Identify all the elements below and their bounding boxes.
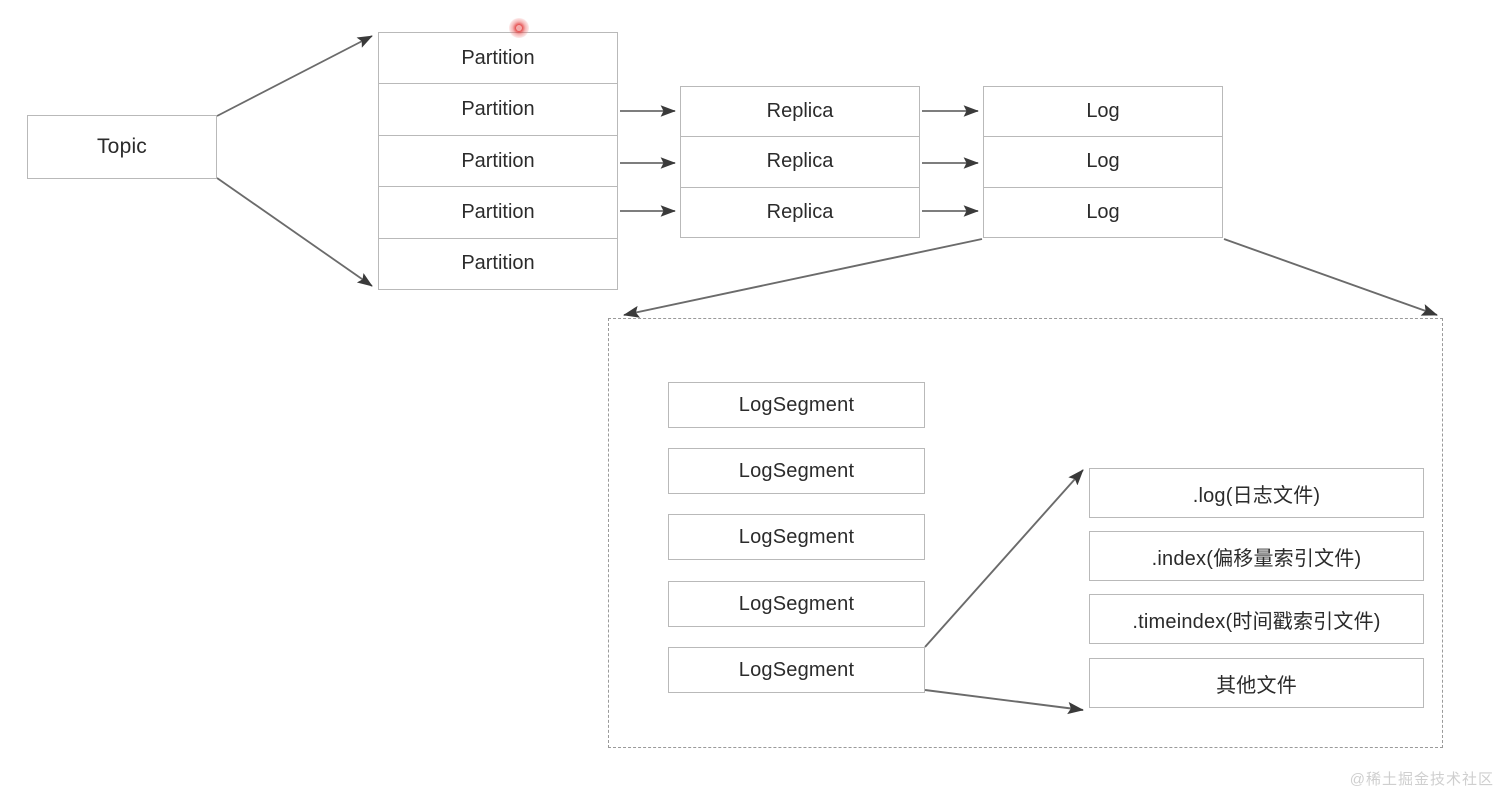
- segment-file-label: .index(偏移量索引文件): [1151, 547, 1362, 570]
- edge-topic-to-partition-bottom: [216, 177, 373, 287]
- edge-topic-to-partition-top: [216, 35, 373, 117]
- replica-stack: Replica Replica Replica: [680, 86, 920, 238]
- segment-file-label: .timeindex(时间戳索引文件): [1132, 610, 1381, 633]
- partition-label: Partition: [461, 252, 535, 275]
- replica-label: Replica: [766, 200, 834, 223]
- edge-log-to-container-right: [1223, 238, 1438, 316]
- partition-row[interactable]: Partition: [379, 136, 617, 188]
- partition-label: Partition: [461, 46, 535, 69]
- log-segment-label: LogSegment: [738, 393, 855, 416]
- log-row[interactable]: Log: [984, 137, 1222, 188]
- log-segment-box[interactable]: LogSegment: [668, 514, 925, 560]
- log-segment-label: LogSegment: [738, 592, 855, 615]
- replica-row[interactable]: Replica: [681, 87, 919, 138]
- replica-row[interactable]: Replica: [681, 188, 919, 237]
- edge-log-to-container-left: [623, 238, 983, 318]
- replica-row[interactable]: Replica: [681, 137, 919, 188]
- log-segment-box[interactable]: LogSegment: [668, 647, 925, 693]
- partition-label: Partition: [461, 98, 535, 121]
- log-segment-label: LogSegment: [738, 658, 855, 681]
- log-stack: Log Log Log: [983, 86, 1223, 238]
- log-segment-box[interactable]: LogSegment: [668, 448, 925, 494]
- watermark-label: @稀土掘金技术社区: [1349, 771, 1494, 788]
- segment-file-label: 其他文件: [1216, 674, 1297, 697]
- log-segment-box[interactable]: LogSegment: [668, 382, 925, 428]
- log-label: Log: [1086, 200, 1120, 223]
- cursor-click-marker: [509, 18, 529, 38]
- partition-stack: Partition Partition Partition Partition …: [378, 32, 618, 290]
- log-segment-label: LogSegment: [738, 459, 855, 482]
- replica-label: Replica: [766, 100, 834, 123]
- log-label: Log: [1086, 100, 1120, 123]
- replica-label: Replica: [766, 150, 834, 173]
- log-row[interactable]: Log: [984, 87, 1222, 138]
- partition-row[interactable]: Partition: [379, 84, 617, 136]
- partition-row[interactable]: Partition: [379, 187, 617, 239]
- log-detail-container: [608, 318, 1443, 748]
- partition-row[interactable]: Partition: [379, 33, 617, 85]
- partition-row[interactable]: Partition: [379, 239, 617, 289]
- log-label: Log: [1086, 150, 1120, 173]
- segment-file-label: .log(日志文件): [1192, 484, 1321, 507]
- segment-file-box-log[interactable]: .log(日志文件): [1089, 468, 1424, 518]
- topic-box[interactable]: Topic: [27, 115, 217, 179]
- topic-label: Topic: [96, 135, 148, 158]
- partition-label: Partition: [461, 200, 535, 223]
- segment-file-box-timeindex[interactable]: .timeindex(时间戳索引文件): [1089, 594, 1424, 644]
- partition-label: Partition: [461, 149, 535, 172]
- log-segment-label: LogSegment: [738, 525, 855, 548]
- segment-file-box-index[interactable]: .index(偏移量索引文件): [1089, 531, 1424, 581]
- log-segment-box[interactable]: LogSegment: [668, 581, 925, 627]
- log-row[interactable]: Log: [984, 188, 1222, 237]
- segment-file-box-other[interactable]: 其他文件: [1089, 658, 1424, 708]
